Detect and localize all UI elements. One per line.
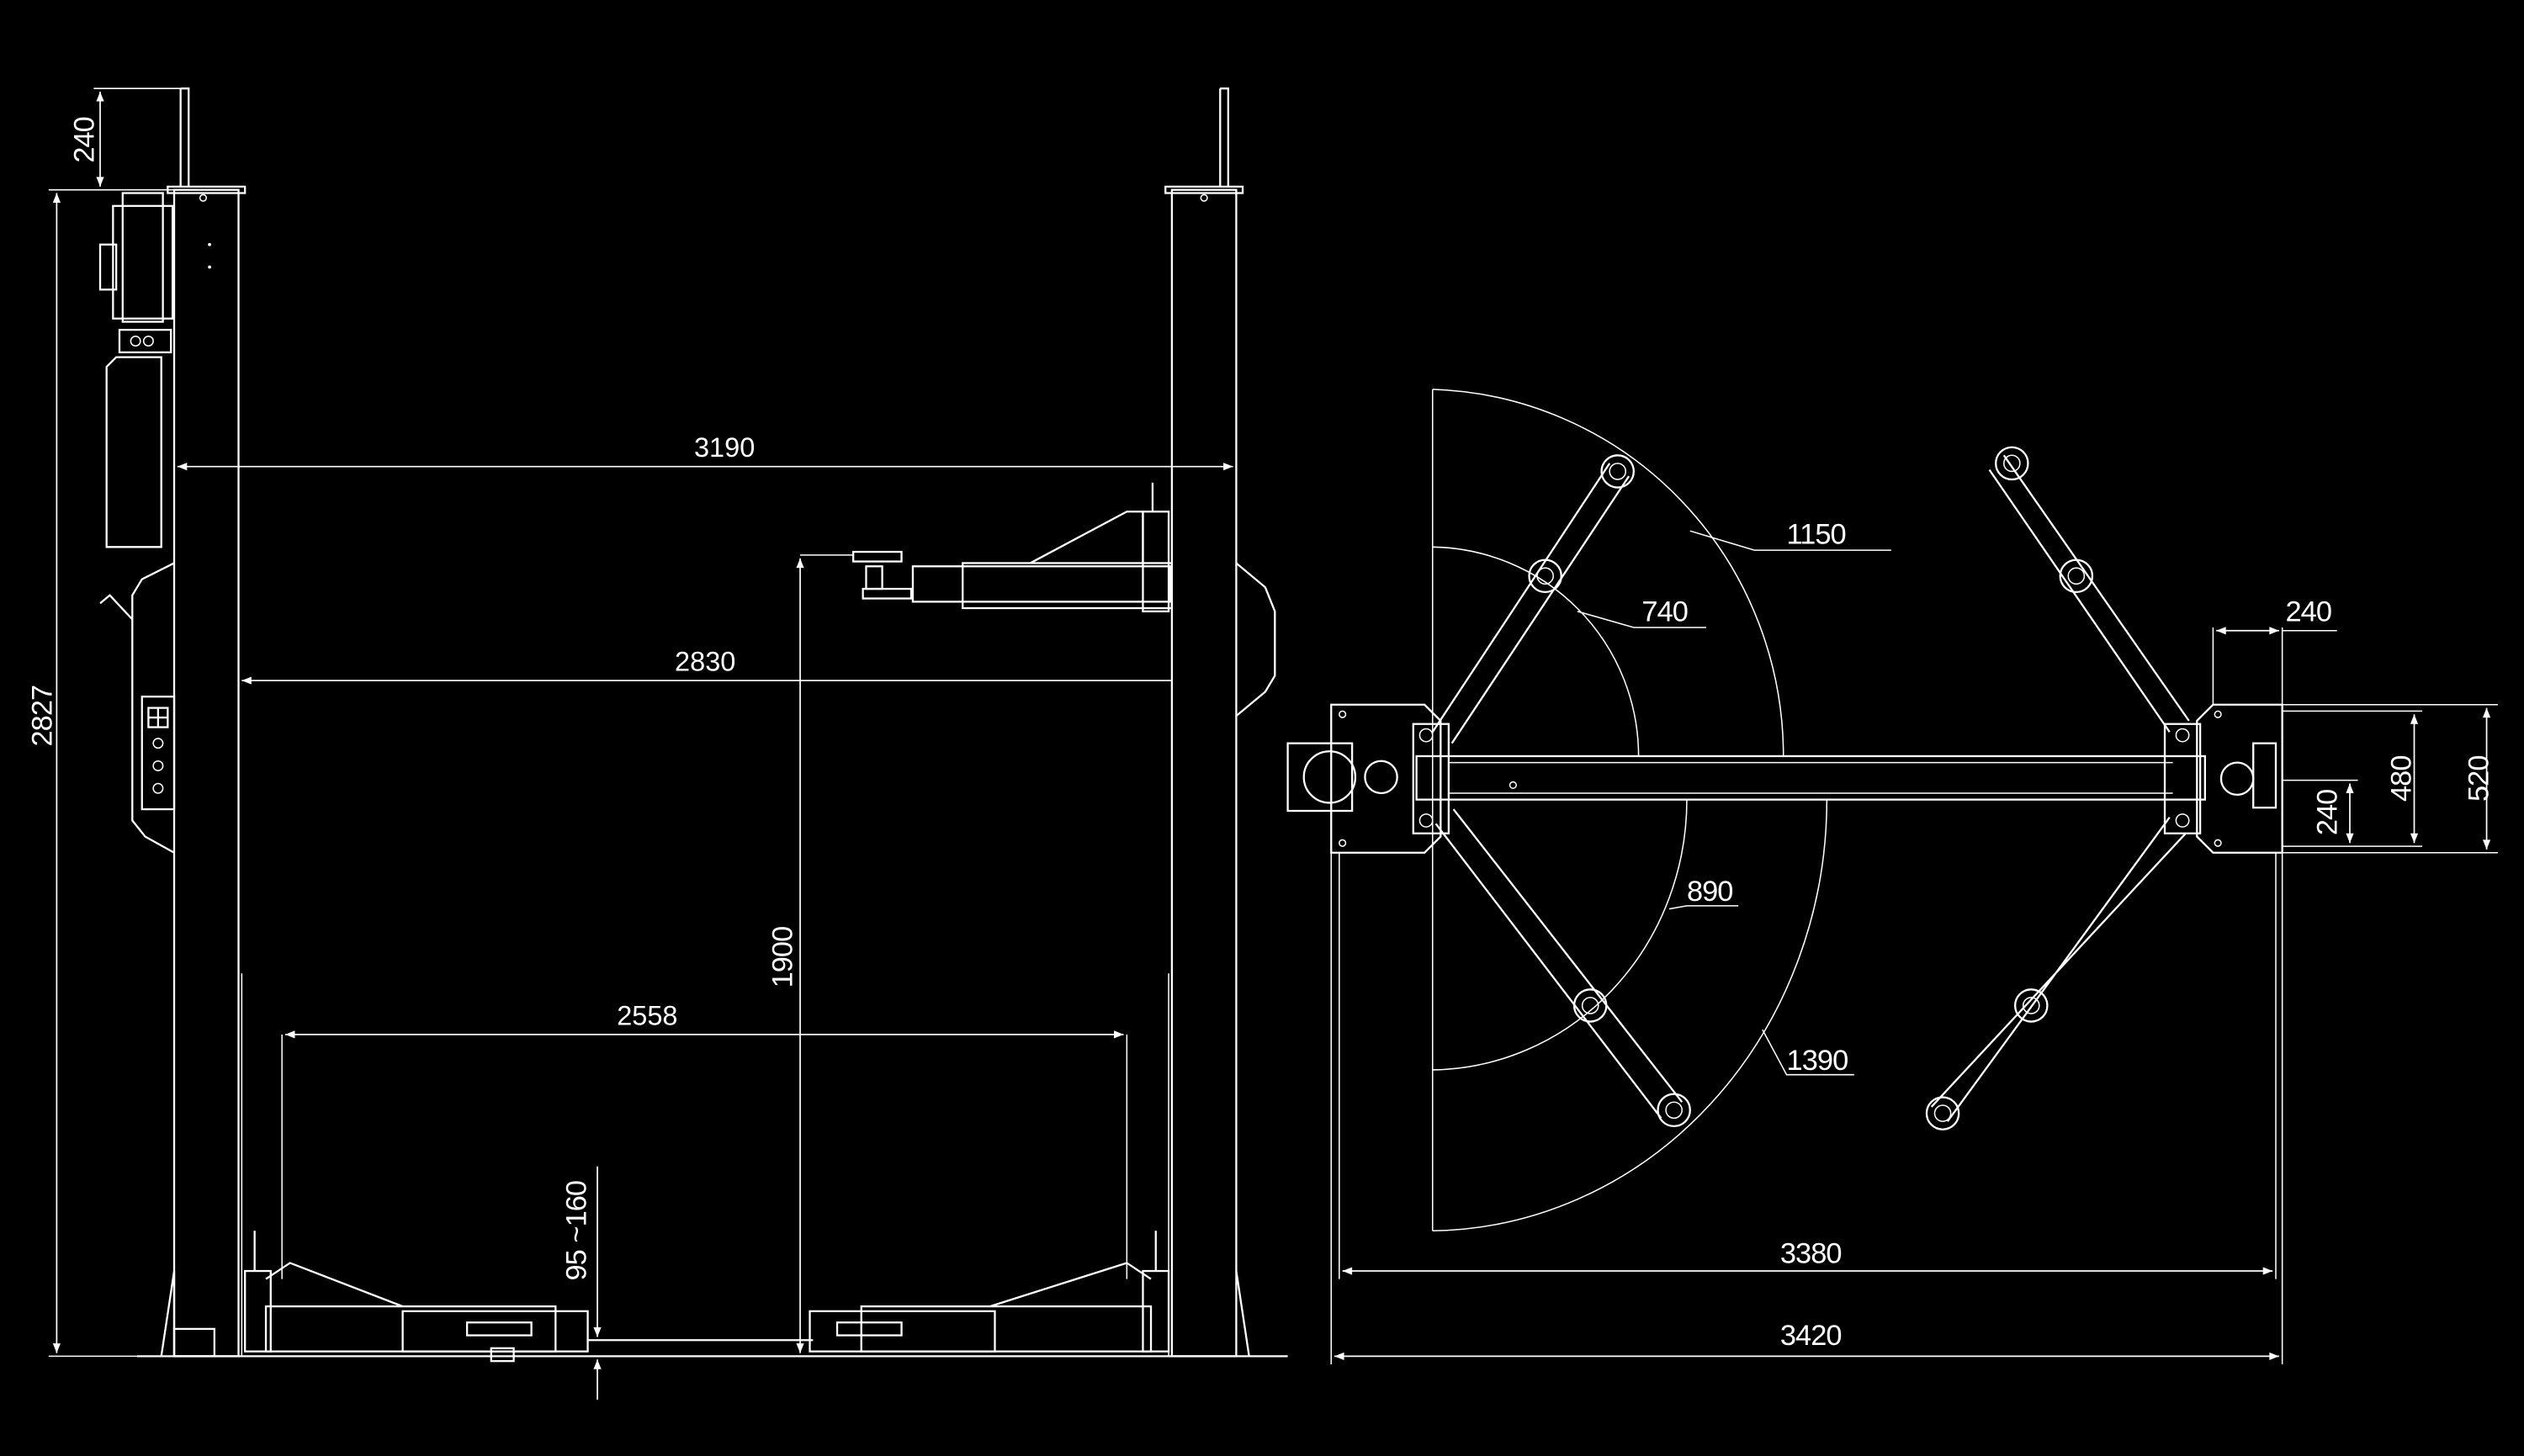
- dim-95-160: 95 ~160: [561, 1181, 593, 1281]
- swing-arms: [1431, 446, 2190, 1130]
- dim-3190: 3190: [694, 432, 755, 463]
- cross-beam: [1415, 754, 2206, 801]
- dim-240-offset: 240: [2285, 596, 2331, 627]
- dim-740: 740: [1641, 596, 1688, 627]
- dim-240-top: 240: [68, 117, 100, 163]
- lowered-lift-arms: [244, 1231, 1170, 1363]
- dim-2830: 2830: [675, 647, 735, 677]
- top-dimensions: 3380 3420 1150 740 890 1390 240 520 4: [1330, 518, 2498, 1364]
- dim-1150: 1150: [1787, 518, 1846, 550]
- dim-1900: 1900: [766, 927, 798, 988]
- right-post: [1164, 87, 1276, 1358]
- dim-2558: 2558: [617, 1000, 677, 1030]
- dim-480: 480: [2386, 755, 2418, 802]
- right-base-plate: [2163, 703, 2283, 854]
- dim-3420: 3420: [1780, 1320, 1842, 1352]
- dim-520: 520: [2463, 755, 2495, 802]
- front-dimensions: 2827 240 3190 2830 1900 2558 95 ~160: [27, 87, 1233, 1400]
- motor-pump-unit: [98, 192, 174, 548]
- arm-sweep-arcs: [1431, 389, 1828, 1231]
- raised-lift-arm: [852, 482, 1174, 612]
- dim-1390: 1390: [1787, 1045, 1848, 1077]
- lift-pads: [1528, 446, 2094, 1130]
- front-view: 2827 240 3190 2830 1900 2558 95 ~160: [27, 87, 1288, 1400]
- dim-2827: 2827: [27, 686, 59, 747]
- control-box: [99, 562, 176, 854]
- dim-3380: 3380: [1780, 1237, 1842, 1269]
- left-base-plate: [1286, 703, 1450, 854]
- dim-240-half: 240: [2312, 790, 2344, 836]
- dim-890: 890: [1687, 876, 1733, 908]
- top-view: 3380 3420 1150 740 890 1390 240 520 4: [1286, 389, 2498, 1364]
